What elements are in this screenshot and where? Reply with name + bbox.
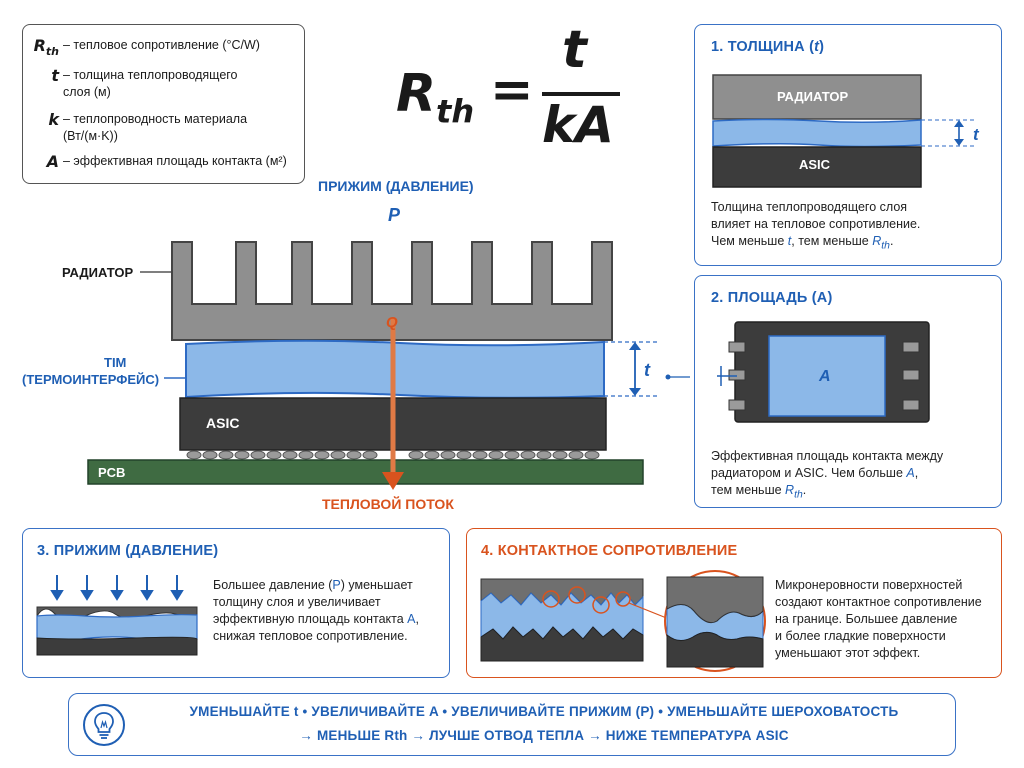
stack-diagram [87,241,690,490]
card-title: 4. КОНТАКТНОЕ СОПРОТИВЛЕНИЕ [481,543,738,559]
card1-asic [712,146,922,188]
contact-points [542,586,631,614]
tim-label-sub: (ТЕРМОИНТЕРФЕЙС) [22,372,160,387]
contact-illustration [480,570,766,672]
card4-text: Микронеровности поверхностей создают кон… [775,578,982,660]
heatsink [171,241,613,341]
legend-text: – теплопроводность материала (Вт/(м·K)) [63,112,248,143]
area-illustration [717,321,930,423]
pressure-label: ПРИЖИМ (ДАВЛЕНИЕ) [318,178,474,194]
pcb-board [87,459,644,485]
card2-a-label: A [819,368,831,385]
card-contact-resistance: 4. КОНТАКТНОЕ СОПРОТИВЛЕНИЕ Микронеровно… [466,528,1002,678]
asic-label: ASIC [206,415,240,431]
summary-banner: УМЕНЬШАЙТЕ t • УВЕЛИЧИВАЙТЕ A • УВЕЛИЧИВ… [68,693,956,756]
card2-text: Эффективная площадь контакта между радиа… [711,449,944,501]
card1-text: Толщина теплопроводящего слоя влияет на … [711,200,921,252]
legend-row-a: A – эффективная площадь контакта (м²) [33,153,293,170]
card1-radiator [712,74,922,120]
legend-text: – эффективная площадь контакта (м²) [63,154,287,168]
legend-text: – тепловое сопротивление (°C/W) [63,38,260,52]
card-title: 2. ПЛОЩАДЬ (A) [711,290,833,306]
solder-balls [186,450,600,460]
legend-row-rth: Rth – тепловое сопротивление (°C/W) [33,37,293,60]
pressure-arrows [50,575,184,601]
pressure-illustration [36,575,198,656]
card1-tim [712,118,922,148]
card-thickness: 1. ТОЛЩИНА (t) РАДИАТОР ASIC t Толщина т… [694,24,1002,266]
pressure-symbol: P [388,205,401,225]
summary-line-2: → МЕНЬШЕ Rth → ЛУЧШЕ ОТВОД ТЕПЛА → НИЖЕ … [299,728,789,743]
thickness-illustration [712,74,977,188]
tim-label: TIM [104,355,127,370]
card-title: 1. ТОЛЩИНА (t) [711,39,825,55]
card1-t-label: t [973,125,979,144]
formula: Rth = t kA [390,20,620,154]
legend-row-k: k – теплопроводность материала (Вт/(м·K)… [33,111,273,145]
card-title: 3. ПРИЖИМ (ДАВЛЕНИЕ) [37,543,219,559]
card2-contact-area [768,335,886,417]
lightbulb-icon [83,704,125,746]
legend-text: – толщина теплопроводящего слоя (м) [63,68,238,99]
card1-radiator-label: РАДИАТОР [777,89,849,104]
card1-asic-label: ASIC [799,157,831,172]
summary-line-1: УМЕНЬШАЙТЕ t • УВЕЛИЧИВАЙТЕ A • УВЕЛИЧИВ… [189,704,899,719]
card-pressure: 3. ПРИЖИМ (ДАВЛЕНИЕ) Большее давление (P… [22,528,450,678]
heat-flow-label: ТЕПЛОВОЙ ПОТОК [322,496,454,512]
card-area: 2. ПЛОЩАДЬ (A) A Эффективная площадь кон… [694,275,1002,508]
q-label: Q [386,314,398,331]
legend-row-t: t – толщина теплопроводящего слоя (м) [33,67,263,101]
pcb-label: PCB [98,465,126,480]
card3-text: Большее давление (P) уменьшает толщину с… [213,578,419,643]
legend-box: Rth – тепловое сопротивление (°C/W) t – … [22,24,305,184]
fraction-bar [542,92,620,96]
radiator-label: РАДИАТОР [62,265,134,280]
heat-flow-arrowhead [382,472,404,490]
t-label: t [644,360,650,380]
